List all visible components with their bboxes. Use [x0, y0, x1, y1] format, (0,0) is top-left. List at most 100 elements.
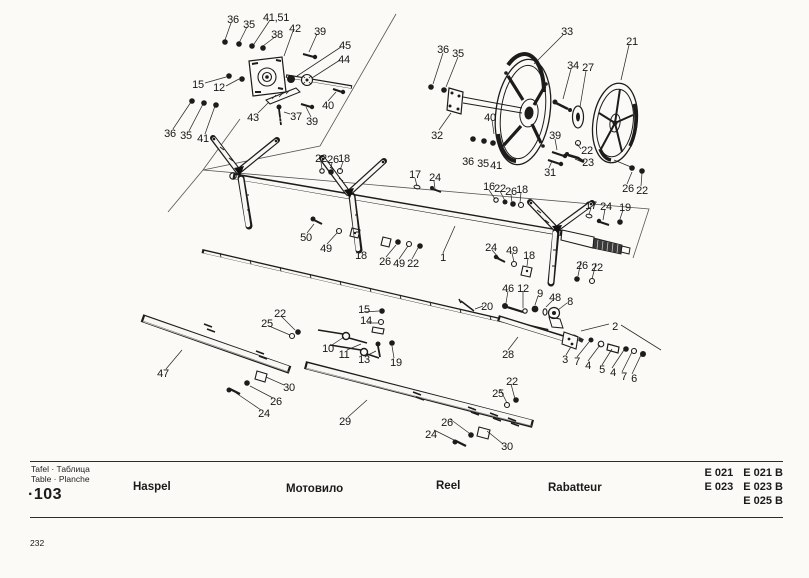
part-label-26: 26	[505, 186, 517, 198]
part-label-39: 39	[306, 116, 318, 128]
footer-caption-en-fr: Table · Planche	[31, 474, 90, 484]
part-label-37: 37	[290, 111, 302, 123]
title-french: Rabatteur	[548, 482, 602, 494]
part-label-26: 26	[379, 256, 391, 268]
part-label-38: 38	[271, 29, 283, 41]
part-label-39: 39	[314, 26, 326, 38]
part-label-2: 2	[612, 321, 618, 333]
part-label-17: 17	[409, 169, 421, 181]
part-label-13: 13	[358, 354, 370, 366]
part-label-40: 40	[484, 112, 496, 124]
part-label-23: 23	[582, 157, 594, 169]
part-label-20: 20	[481, 301, 493, 313]
model-row: E 021 E 021 B	[695, 467, 784, 481]
footer-caption-de-ru: Tafel · Таблица	[31, 464, 90, 474]
footer-bottom-rule	[30, 517, 783, 518]
part-label-5: 5	[599, 364, 605, 376]
part-label-47: 47	[157, 368, 169, 380]
part-label-19: 19	[619, 202, 631, 214]
crank-23	[565, 139, 585, 164]
title-english: Reel	[436, 480, 461, 492]
tine-tube	[201, 249, 549, 333]
part-label-41: 41	[490, 160, 502, 172]
part-label-44: 44	[338, 54, 350, 66]
part-label-34: 34	[567, 60, 579, 72]
part-label-7: 7	[574, 356, 580, 368]
part-label-32: 32	[431, 130, 443, 142]
part-label-50: 50	[300, 232, 312, 244]
part-label-25: 25	[492, 388, 504, 400]
part-label-19: 19	[390, 357, 402, 369]
part-label-16: 16	[483, 181, 495, 193]
part-label-15: 15	[358, 304, 370, 316]
part-label-36: 36	[227, 14, 239, 26]
part-label-6: 6	[631, 373, 637, 385]
part-label-24: 24	[425, 429, 437, 441]
part-label-30: 30	[501, 441, 513, 453]
part-label-9: 9	[537, 288, 543, 300]
model-codes: E 021 E 021 B E 023 E 023 B E 025 B	[695, 467, 784, 509]
part-label-43: 43	[247, 112, 259, 124]
part-label-28: 28	[502, 349, 514, 361]
bearing-flange-detail	[189, 39, 353, 126]
part-label-15: 15	[192, 79, 204, 91]
detail-boundary-lines	[167, 13, 650, 259]
part-label-18: 18	[516, 184, 528, 196]
part-label-11: 11	[339, 349, 350, 361]
part-label-35: 35	[180, 130, 192, 142]
reel-tube	[229, 172, 563, 236]
part-label-35: 35	[477, 158, 489, 170]
model-code: E 023 B	[743, 481, 783, 493]
model-row: E 025 B	[695, 495, 783, 509]
part-label-46: 46	[502, 283, 514, 295]
part-label-41,51: 41,51	[263, 12, 289, 24]
part-label-48: 48	[549, 292, 561, 304]
part-label-24: 24	[485, 242, 497, 254]
part-label-27: 27	[582, 62, 594, 74]
part-label-4: 4	[610, 367, 616, 379]
part-label-26: 26	[622, 183, 634, 195]
wheel-mount-hardware	[470, 136, 645, 174]
bolts-39-31	[547, 151, 568, 167]
part-label-22: 22	[636, 185, 648, 197]
spider-assembly-1	[210, 135, 280, 230]
part-44-flange-bushing	[300, 73, 314, 87]
part-label-25: 25	[261, 318, 273, 330]
part-label-22: 22	[274, 308, 286, 320]
channel-bar-28	[497, 315, 579, 350]
part-label-36: 36	[462, 156, 474, 168]
part-label-41: 41	[197, 133, 209, 145]
title-german: Haspel	[133, 481, 171, 493]
slat-bar-47	[140, 314, 301, 395]
part-label-24: 24	[258, 408, 270, 420]
part-label-12: 12	[213, 82, 225, 94]
part-label-21: 21	[626, 36, 638, 48]
part-label-42: 42	[289, 23, 301, 35]
table-number: ·103	[28, 486, 63, 503]
part-label-18: 18	[338, 153, 350, 165]
wheel-21	[591, 82, 639, 164]
part-label-7: 7	[621, 371, 627, 383]
part-label-49: 49	[506, 245, 518, 257]
part-label-10: 10	[322, 343, 334, 355]
tube-hardware-lower	[310, 216, 596, 285]
pivot-group	[458, 298, 564, 329]
part-label-22: 22	[494, 183, 506, 195]
part-label-14: 14	[360, 315, 372, 327]
flange-fasteners	[189, 39, 266, 108]
part-label-26: 26	[441, 417, 453, 429]
part-label-8: 8	[567, 296, 573, 308]
part-label-22: 22	[407, 258, 419, 270]
part-label-26: 26	[576, 260, 588, 272]
leader-lines	[165, 19, 662, 445]
part-label-40: 40	[322, 100, 334, 112]
part-label-49: 49	[393, 258, 405, 270]
part-label-12: 12	[517, 283, 529, 295]
part-label-3: 3	[562, 354, 568, 366]
part-label-36: 36	[164, 128, 176, 140]
bolt-34	[552, 99, 572, 112]
model-code	[695, 495, 734, 509]
part-label-35: 35	[243, 19, 255, 31]
